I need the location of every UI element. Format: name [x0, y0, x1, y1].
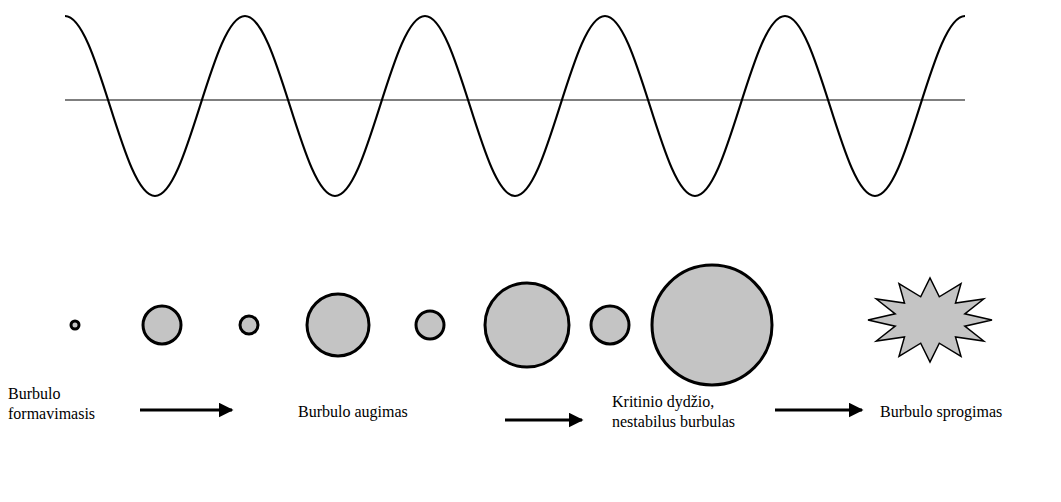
stage-arrow: [140, 409, 232, 412]
bubble: [240, 316, 258, 334]
bubbles: [71, 265, 772, 385]
stage-label: Kritinio dydžio, nestabilus burbulas: [612, 392, 767, 432]
stage-label: Burbulo augimas: [298, 402, 488, 422]
stage-arrows: [140, 410, 862, 420]
stage-label: Burbulo formavimasis: [8, 384, 133, 424]
stage-arrow: [505, 419, 582, 422]
bubble: [416, 311, 444, 339]
bubble: [143, 306, 181, 344]
bubble: [71, 321, 79, 329]
bubble: [485, 283, 569, 367]
axis-line: [65, 99, 965, 100]
pressure-wave: [65, 16, 965, 196]
stage-arrow: [775, 409, 862, 412]
bubble: [591, 306, 629, 344]
stage-label: Burbulo sprogimas: [880, 402, 1050, 422]
bubble: [652, 265, 772, 385]
bubble: [307, 294, 369, 356]
bubble-burst: [868, 278, 992, 362]
